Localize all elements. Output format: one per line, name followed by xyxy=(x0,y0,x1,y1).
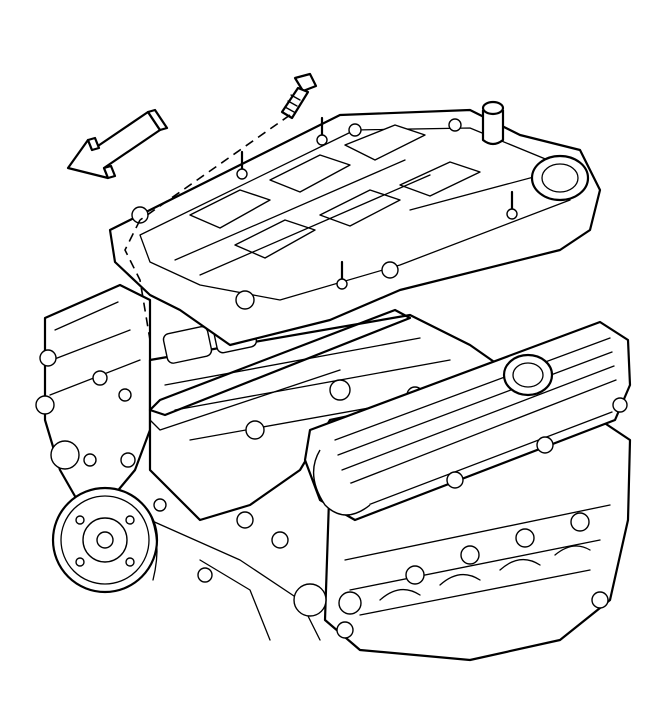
direction-arrow-icon xyxy=(66,108,169,180)
manifold-bolt-icon xyxy=(124,72,318,341)
upper-intake-manifold-icon xyxy=(108,100,602,347)
intake-gasket-icon xyxy=(148,308,412,417)
oil-filler-cap-icon xyxy=(502,353,554,397)
crankshaft-pulley-icon xyxy=(51,486,159,594)
